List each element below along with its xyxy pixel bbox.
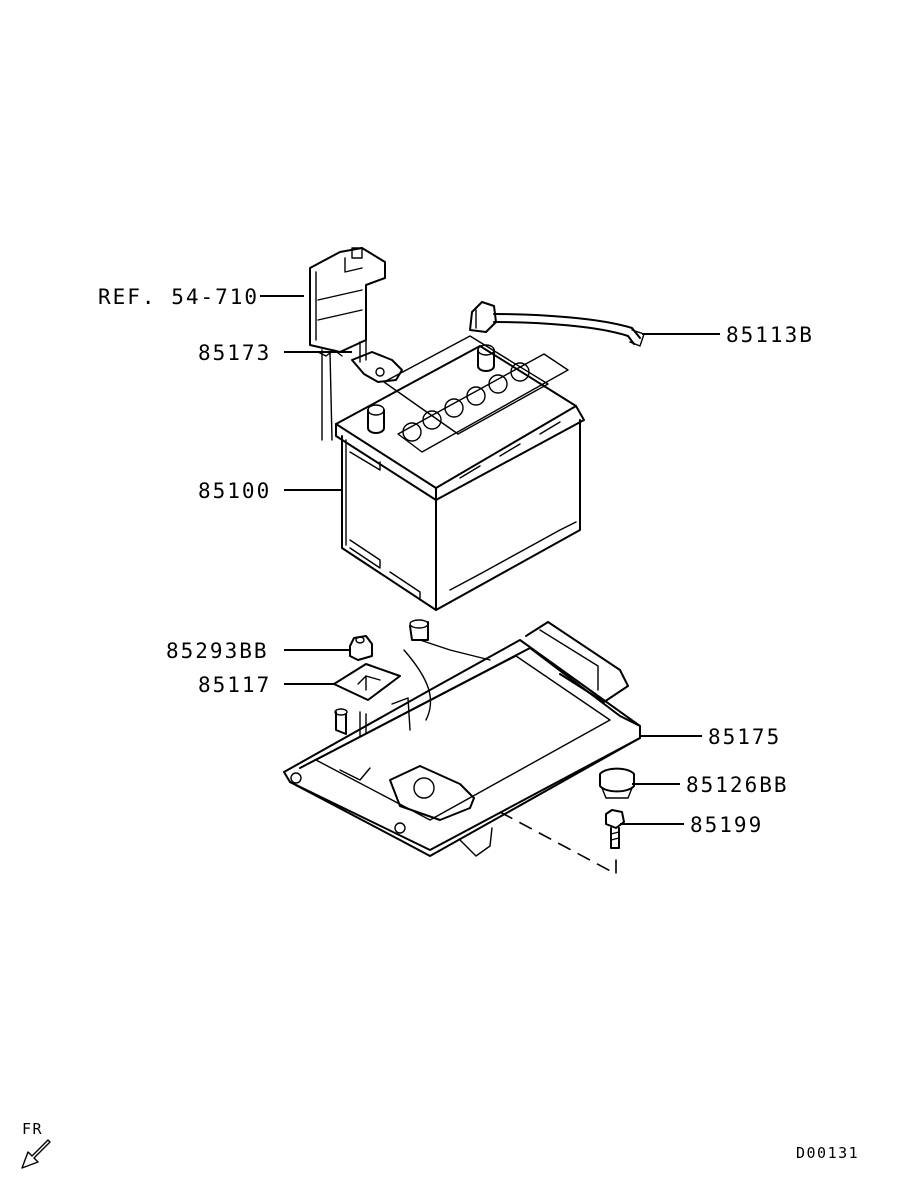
clamp-drawing	[351, 339, 403, 383]
ref-bracket-drawing	[309, 247, 386, 441]
callout-tray: 85175	[708, 725, 781, 749]
nut-drawing	[349, 635, 373, 661]
plug-drawing	[599, 767, 635, 799]
callout-nut: 85293BB	[166, 639, 269, 663]
callout-ref: REF. 54-710	[98, 285, 259, 309]
assembly-dashed-line	[499, 811, 617, 876]
callout-plug: 85126BB	[686, 773, 789, 797]
callout-cable: 85113B	[726, 323, 814, 347]
battery-drawing	[335, 335, 585, 611]
direction-label: FR	[22, 1120, 43, 1138]
tray-drawing	[283, 619, 641, 857]
plate-drawing	[333, 663, 401, 701]
callout-clamp: 85173	[198, 341, 271, 365]
drawing-id: D00131	[796, 1144, 859, 1162]
leader-lines	[260, 295, 720, 825]
callout-bolt: 85199	[690, 813, 763, 837]
cable-drawing	[469, 301, 645, 347]
callout-battery: 85100	[198, 479, 271, 503]
bolt-drawing	[605, 809, 625, 849]
front-direction-arrow-icon	[21, 1139, 51, 1169]
callout-plate: 85117	[198, 673, 271, 697]
